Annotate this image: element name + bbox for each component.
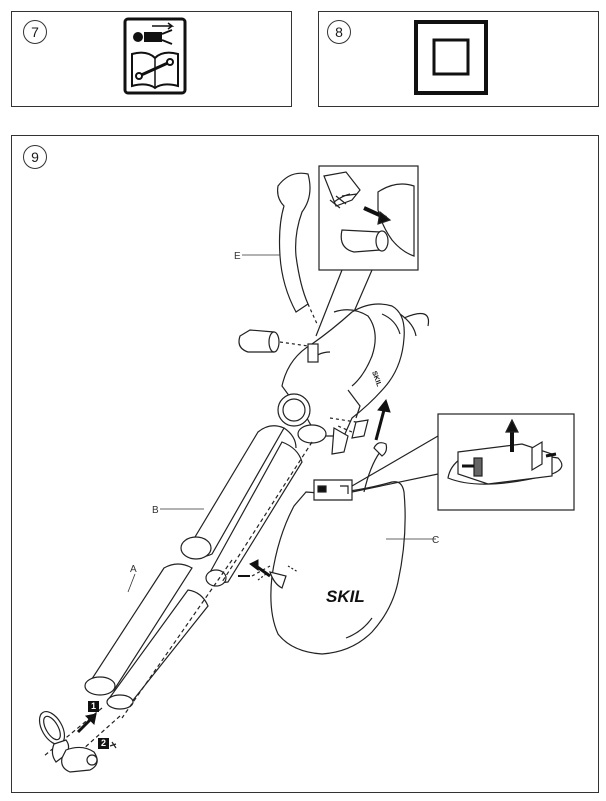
figure-8-number: 8: [327, 20, 351, 44]
blower-vacuum-assembly-diagram: SKIL SKIL E B C A: [38, 165, 575, 773]
shoulder-strap: [277, 172, 311, 313]
step-1-badge: 1: [88, 701, 99, 712]
step-2-badge: 2: [98, 738, 109, 749]
double-insulation-icon: [414, 20, 488, 95]
label-c: C: [432, 535, 439, 546]
label-e: E: [234, 251, 241, 262]
label-a: A: [130, 564, 137, 575]
figure-9-number: 9: [23, 145, 47, 169]
figure-8-panel: 8: [318, 11, 599, 107]
motor-housing: [281, 303, 405, 437]
collection-bag: [270, 481, 406, 655]
nozzle: [61, 746, 98, 773]
figure-7-number: 7: [23, 20, 47, 44]
figure-9-panel: 9: [11, 135, 599, 793]
label-b: B: [152, 505, 159, 516]
read-manual-icon: [123, 17, 187, 95]
brand-logo: SKIL: [326, 587, 365, 606]
figure-7-panel: 7: [11, 11, 292, 107]
